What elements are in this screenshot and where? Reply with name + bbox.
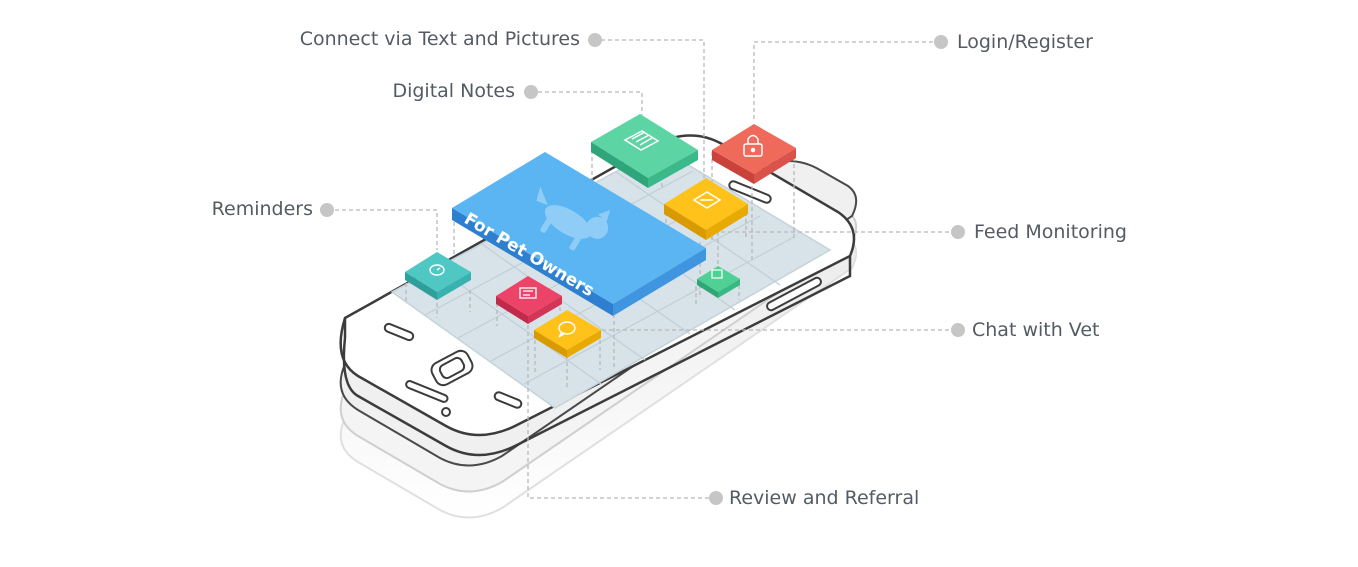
alarm-clock-icon [429,264,445,276]
review-tile [496,276,562,324]
feed-tile [664,178,748,240]
message-icon [711,269,723,279]
dot-reminders [320,203,334,217]
label-login: Login/Register [957,31,1093,53]
label-review: Review and Referral [729,487,920,509]
label-notes: Digital Notes [392,80,515,102]
side-button [766,276,822,312]
label-feed: Feed Monitoring [974,221,1127,243]
lock-icon [743,134,763,157]
dot-review [709,491,723,505]
label-chat: Chat with Vet [972,319,1100,341]
dot-notes [524,85,538,99]
label-connect: Connect via Text and Pictures [299,28,580,50]
dot-feed [951,225,965,239]
chat-bubble-icon [558,321,576,338]
dot-login [934,35,948,49]
dot-chat [951,323,965,337]
login-tile [712,124,796,184]
banner-tile [452,152,706,316]
dot-connect [588,33,602,47]
chat-tile [534,310,601,358]
review-icon [519,287,537,299]
feed-icon [692,191,722,209]
dog-icon [536,186,611,251]
connect-tile [697,266,740,298]
callout-dots [320,33,965,505]
reminders-tile [405,252,471,300]
note-icon [623,130,660,151]
notes-tile [591,114,698,188]
label-reminders: Reminders [211,198,313,220]
